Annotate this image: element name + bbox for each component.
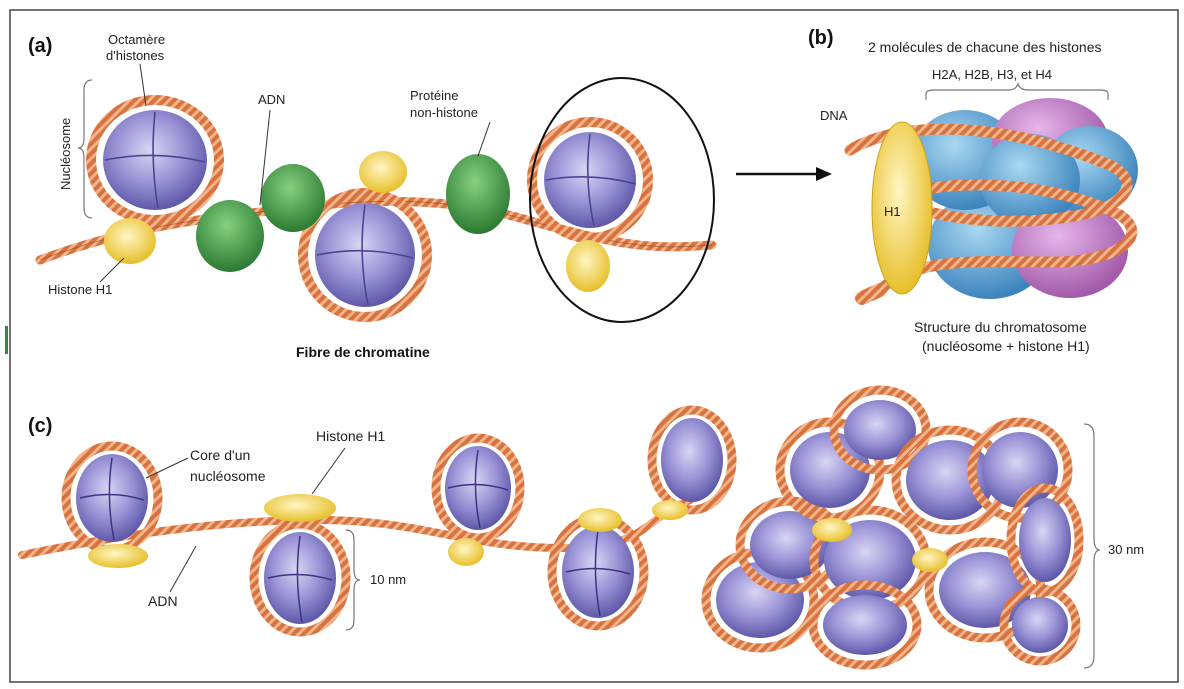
adn-label-c: ADN — [148, 593, 178, 609]
nucleosome-c2 — [254, 524, 346, 632]
dna-label-b: DNA — [820, 108, 848, 123]
ten-nm-label: 10 nm — [370, 572, 406, 587]
histone-h1-a1 — [104, 218, 156, 264]
nucleosome-a1 — [91, 100, 219, 220]
histone-h1-a2 — [359, 151, 407, 193]
h1-label-b: H1 — [884, 204, 901, 219]
protein-label-line1: Protéine — [410, 88, 458, 103]
protein-label-line2: non-histone — [410, 105, 478, 120]
nucleosome-c3 — [436, 438, 520, 538]
histone-h1-c5 — [652, 500, 688, 520]
histone-h1-c7 — [912, 548, 948, 572]
histone-h1-label-a: Histone H1 — [48, 282, 112, 297]
nucleosome-a3 — [532, 122, 648, 238]
octamer-label-line1: Octamère — [108, 32, 165, 47]
histones-list: H2A, H2B, H3, et H4 — [932, 67, 1052, 82]
chromatin-fiber-caption: Fibre de chromatine — [296, 344, 430, 360]
chromatosome-caption-line2: (nucléosome + histone H1) — [922, 338, 1090, 354]
octamer-label-line2: d'histones — [106, 48, 165, 63]
non-histone-protein-3 — [446, 154, 510, 234]
histone-h1-c2 — [264, 494, 336, 522]
histone-h1-c3 — [448, 538, 484, 566]
histone-h1-c4 — [578, 508, 622, 532]
nucleosome-c1 — [66, 446, 158, 550]
adn-label-a: ADN — [258, 92, 285, 107]
chromatosome — [850, 98, 1138, 299]
non-histone-protein-2 — [261, 164, 325, 232]
thirty-nm-label: 30 nm — [1108, 542, 1144, 557]
core-label-line2: nucléosome — [190, 468, 266, 484]
nucleosome-c5 — [652, 410, 732, 510]
histone-h1-c6 — [812, 518, 852, 542]
non-histone-protein-1 — [196, 200, 264, 272]
chromatosome-caption-line1: Structure du chromatosome — [914, 319, 1087, 335]
nucleosome-c4 — [552, 518, 644, 626]
panel-c-label: (c) — [28, 415, 52, 437]
histones-title: 2 molécules de chacune des histones — [868, 39, 1101, 55]
panel-b-label: (b) — [808, 27, 834, 49]
left-edge-mark — [5, 326, 8, 354]
nucleosome-label: Nucléosome — [58, 118, 73, 190]
core-label-line1: Core d'un — [190, 447, 250, 463]
histone-h1-label-c: Histone H1 — [316, 428, 385, 444]
histone-h1-a3 — [566, 240, 610, 292]
histone-h1-c1 — [88, 544, 148, 568]
panel-a-label: (a) — [28, 35, 52, 57]
